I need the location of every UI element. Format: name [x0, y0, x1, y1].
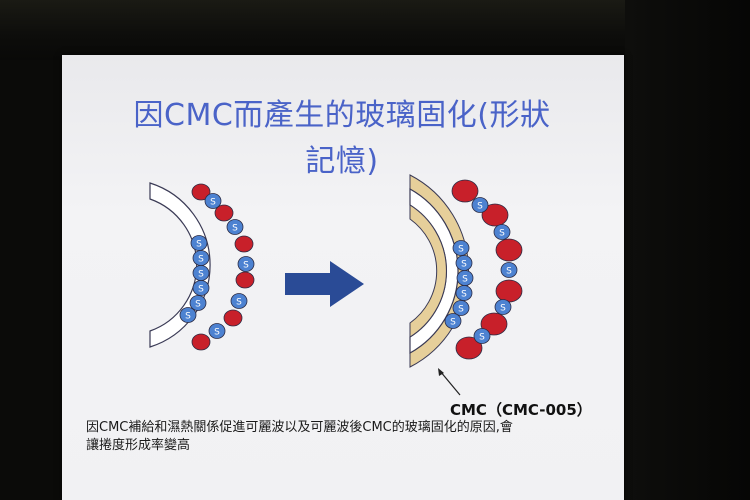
s-label: S [461, 260, 467, 270]
s-label: S [499, 229, 505, 239]
red-molecule [214, 204, 234, 222]
transition-arrow-icon [285, 261, 364, 307]
red-molecule [451, 179, 479, 203]
red-molecule [191, 183, 211, 201]
blue-molecule: S [237, 256, 255, 272]
s-label: S [198, 285, 204, 295]
red-molecule [455, 336, 483, 360]
slide-title-line-2: 記憶) [305, 144, 379, 179]
s-label: S [450, 318, 456, 328]
red-molecule [234, 235, 254, 253]
blue-molecule: S [189, 295, 207, 311]
blue-molecule: S [473, 328, 491, 344]
s-label: S [195, 300, 201, 310]
s-label: S [479, 333, 485, 343]
blue-molecule: S [179, 307, 197, 323]
blue-molecule: S [455, 285, 473, 301]
blue-molecule: S [493, 224, 511, 240]
blue-molecule: S [456, 270, 474, 286]
s-label: S [214, 328, 220, 338]
blue-molecule: S [226, 219, 244, 235]
slide-title-line-1: 因CMC而產生的玻璃固化(形狀 [133, 98, 551, 133]
blue-molecule: S [494, 299, 512, 315]
s-label: S [477, 202, 483, 212]
blue-molecule: S [192, 280, 210, 296]
cmc-label: CMC（CMC-005） [450, 401, 592, 419]
slide-title: 因CMC而產生的玻璃固化(形狀 記憶) [92, 93, 592, 185]
cmc-coating-inner [409, 204, 447, 338]
blue-molecule: S [192, 265, 210, 281]
room-background-right [625, 0, 750, 500]
cmc-pointer-arrowhead-icon [438, 368, 444, 376]
cmc-pointer-line [439, 370, 461, 396]
s-label: S [210, 198, 216, 208]
blue-molecule: S [230, 293, 248, 309]
s-label: S [232, 224, 238, 234]
red-molecule [481, 203, 509, 227]
s-label: S [198, 255, 204, 265]
s-label: S [461, 290, 467, 300]
red-molecule [480, 312, 508, 336]
blue-molecule: S [455, 255, 473, 271]
s-label: S [458, 305, 464, 315]
blue-molecule: S [444, 313, 462, 329]
red-molecule [223, 309, 243, 327]
blue-molecule: S [208, 323, 226, 339]
red-molecule [495, 238, 523, 262]
red-molecule [235, 271, 255, 289]
blue-molecule: S [471, 197, 489, 213]
blue-molecule: S [500, 262, 518, 278]
slide-caption-line-1: 因CMC補給和濕熱關係促進可麗波以及可麗波後CMC的玻璃固化的原因,會 [86, 420, 513, 435]
s-label: S [196, 240, 202, 250]
blue-molecule: S [452, 240, 470, 256]
blue-molecule: S [452, 300, 470, 316]
s-label: S [500, 304, 506, 314]
s-label: S [506, 267, 512, 277]
s-label: S [243, 261, 249, 271]
red-molecule [495, 279, 523, 303]
s-label: S [458, 245, 464, 255]
blue-molecule: S [192, 250, 210, 266]
slide-caption-line-2: 讓捲度形成率變高 [86, 438, 191, 453]
s-label: S [198, 270, 204, 280]
blue-molecule: S [190, 235, 208, 251]
s-label: S [236, 298, 242, 308]
s-label: S [462, 275, 468, 285]
slide-caption: 因CMC補給和濕熱關係促進可麗波以及可麗波後CMC的玻璃固化的原因,會 讓捲度形… [86, 419, 606, 455]
blue-molecule: S [204, 193, 222, 209]
s-label: S [185, 312, 191, 322]
red-molecule [191, 333, 211, 351]
